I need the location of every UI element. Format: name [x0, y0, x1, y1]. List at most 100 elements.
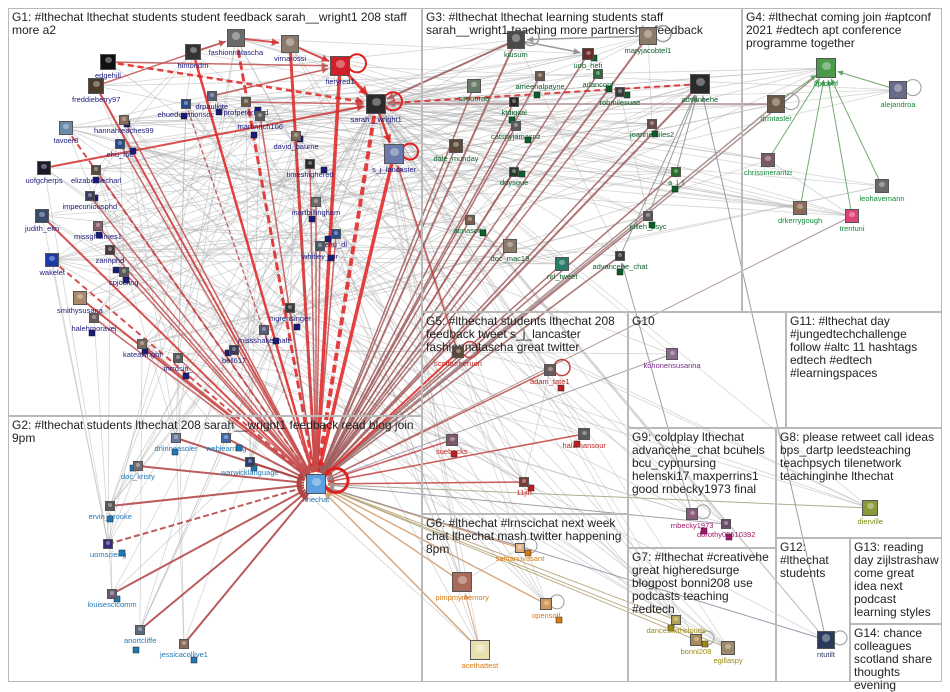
- node-profpeterbrad[interactable]: profpeterbrad: [224, 97, 269, 117]
- avatar-icon: [259, 325, 269, 335]
- node-bonni208[interactable]: bonni208: [681, 634, 711, 656]
- node-acethattest[interactable]: acethattest: [462, 640, 498, 670]
- node-chrissinerantzi[interactable]: chrissinerantzi: [744, 153, 792, 177]
- node-rnbecky1973[interactable]: rnbecky1973: [671, 508, 713, 530]
- node-anortcliffe[interactable]: anortcliffe: [124, 625, 156, 645]
- avatar-icon: [671, 615, 681, 625]
- node-hannahteaches99[interactable]: hannahteaches99: [94, 115, 154, 135]
- node-halamansour[interactable]: halamansour: [563, 428, 606, 450]
- node-doc-mac19[interactable]: doc_mac19: [491, 239, 529, 263]
- node-uomscieng[interactable]: uomscieng: [90, 539, 126, 559]
- node-fieryred1[interactable]: fieryred1: [326, 56, 355, 86]
- node-scottturneruon[interactable]: scottturneruon: [434, 346, 482, 368]
- node-adam-tate1[interactable]: adam_tate1: [530, 364, 570, 386]
- node-dale-munday[interactable]: dale_munday: [434, 139, 479, 163]
- node-drlinneasoler[interactable]: drlinneasoler: [155, 433, 197, 453]
- node-martinrich106[interactable]: martinrich106: [238, 111, 283, 131]
- node-hintondm[interactable]: hintondm: [178, 44, 208, 70]
- node-ervin-brooke[interactable]: ervin_brooke: [89, 501, 132, 521]
- background-edge: [289, 43, 677, 621]
- node-maryjacobtel1[interactable]: maryjacobtel1: [625, 27, 671, 55]
- edge-bell617-lthechat: [233, 349, 311, 475]
- node-kiusum[interactable]: kiusum: [504, 31, 528, 59]
- node-martbillingham[interactable]: martbillingham: [292, 197, 340, 217]
- avatar-icon: [285, 303, 295, 313]
- node-drpaulkite[interactable]: drpaulkite: [196, 91, 228, 111]
- node-ameenalpayne[interactable]: ameenalpayne: [516, 71, 565, 91]
- node-label: elizabethecharl: [71, 176, 122, 185]
- node-impecuniousphd[interactable]: impecuniousphd: [63, 191, 117, 211]
- node-ehu-foe[interactable]: ehu_foe: [107, 139, 134, 159]
- node-lthechat[interactable]: lthechat: [303, 474, 329, 504]
- node-ntutilt[interactable]: ntutilt: [817, 631, 835, 659]
- node-santanuvasant[interactable]: santanuvasant: [496, 543, 544, 563]
- node-zannphd[interactable]: zannphd: [96, 245, 124, 265]
- node-nrl-tweet[interactable]: nrl_tweet: [547, 257, 577, 281]
- node-dierville[interactable]: dierville: [858, 500, 883, 526]
- node-uob-hefi[interactable]: uob_hefi: [574, 48, 602, 70]
- node-pimpmymemory[interactable]: pimpmymemory: [436, 572, 489, 602]
- node-s-j-lancaster[interactable]: s_j_lancaster: [372, 144, 416, 174]
- node-ktdigital[interactable]: ktdigital: [502, 97, 527, 117]
- node-a-l-t[interactable]: a_l_t: [668, 167, 684, 187]
- node-whitley-mr[interactable]: whitley_mr: [302, 241, 338, 261]
- node-uofgcherps[interactable]: uofgcherps: [26, 161, 63, 185]
- node-missshakeshaft[interactable]: missshakeshaft: [238, 325, 290, 345]
- node-doc-kristy[interactable]: doc_kristy: [121, 461, 155, 481]
- node-sarah--wright1[interactable]: sarah__wright1: [351, 94, 402, 124]
- node-egillaspy[interactable]: egillaspy: [714, 641, 743, 665]
- node-bell617[interactable]: bell617: [222, 345, 246, 365]
- node-weblearning[interactable]: weblearning: [206, 433, 246, 453]
- node-joannemiles2[interactable]: joannemiles2: [630, 119, 674, 139]
- avatar-icon: [100, 54, 116, 70]
- node-drkerrygough[interactable]: drkerrygough: [778, 201, 822, 225]
- node-julieh-psyc[interactable]: julieh_psyc: [630, 211, 667, 231]
- node-halehmoravej[interactable]: halehmoravej: [72, 313, 117, 333]
- edge-trentuni-aptconf: [827, 79, 853, 217]
- node-cpjobling[interactable]: cpjobling: [109, 267, 139, 287]
- node-leohavemann[interactable]: leohavemann: [860, 179, 905, 203]
- edge-arrowhead: [830, 78, 837, 86]
- node-wakelet[interactable]: wakelet: [40, 253, 65, 277]
- node-smithysusana[interactable]: smithysusana: [57, 291, 103, 315]
- node-missgholmes1[interactable]: missgholmes1: [74, 221, 122, 241]
- node-freddieberry97[interactable]: freddieberry97: [72, 78, 120, 104]
- node-annasonit[interactable]: annasonit: [454, 215, 486, 235]
- node-trentuni[interactable]: trentuni: [840, 209, 865, 233]
- node-judith-ekn[interactable]: judith_ekn: [25, 209, 59, 233]
- node-virnarossi[interactable]: virnarossi: [274, 35, 306, 63]
- node-warwicklanguage[interactable]: warwicklanguage: [221, 457, 279, 477]
- node-simonrae[interactable]: simonrae: [459, 79, 489, 103]
- node-danceswithclouds[interactable]: danceswithclouds: [647, 615, 706, 635]
- node-drmtasler[interactable]: drmtasler: [761, 95, 792, 123]
- node-suebecks[interactable]: suebecks: [436, 434, 468, 456]
- node-robmilesuae[interactable]: robmilesuae: [600, 87, 640, 107]
- node-ehu-dl[interactable]: ehu_dl: [325, 229, 347, 249]
- node-louisescicomm[interactable]: louisescicomm: [88, 589, 137, 609]
- group-box-g1: G1: #lthechat lthechat students student …: [8, 8, 422, 416]
- node-aptconf[interactable]: aptconf: [814, 58, 838, 88]
- node-edgehill[interactable]: edgehill: [95, 54, 121, 80]
- node-alejandroa[interactable]: alejandroa: [881, 81, 916, 109]
- node-jessicacollive1[interactable]: jessicacollive1: [160, 639, 208, 659]
- node-ehueducationsoc[interactable]: ehueducationsoc: [158, 99, 214, 119]
- node-11jin[interactable]: 11jin: [517, 477, 532, 497]
- node-ddysgue[interactable]: ddysgue: [500, 167, 528, 187]
- node-dorothy09510392[interactable]: dorothy09510392: [697, 519, 755, 539]
- node-catspyjamasnz[interactable]: catspyjamasnz: [491, 121, 541, 141]
- node-mrrosin-[interactable]: mrrosin_: [164, 353, 193, 373]
- node-label: kiusum: [504, 50, 528, 59]
- node-david-baume[interactable]: david_baume: [274, 131, 319, 151]
- node-elizabethecharl[interactable]: elizabethecharl: [71, 165, 121, 185]
- node-advancehe-chat[interactable]: advancehe_chat: [593, 251, 648, 271]
- node-adanconf[interactable]: adanconf: [583, 69, 613, 89]
- node-tavoer8[interactable]: tavoer8: [54, 121, 79, 145]
- node-label: louisescicomm: [87, 600, 137, 609]
- node-timeshighered[interactable]: timeshighered: [287, 159, 334, 179]
- node-mgrensinger[interactable]: mgrensinger: [269, 303, 311, 323]
- node-advancehe[interactable]: advancehe: [682, 74, 718, 104]
- node-opensotl[interactable]: opensotl: [532, 598, 560, 620]
- node-fashionnatascha[interactable]: fashionnatascha: [209, 29, 263, 57]
- node-kohonensusanna[interactable]: kohonensusanna: [644, 348, 701, 370]
- node-kateawright[interactable]: kateawright: [123, 339, 161, 359]
